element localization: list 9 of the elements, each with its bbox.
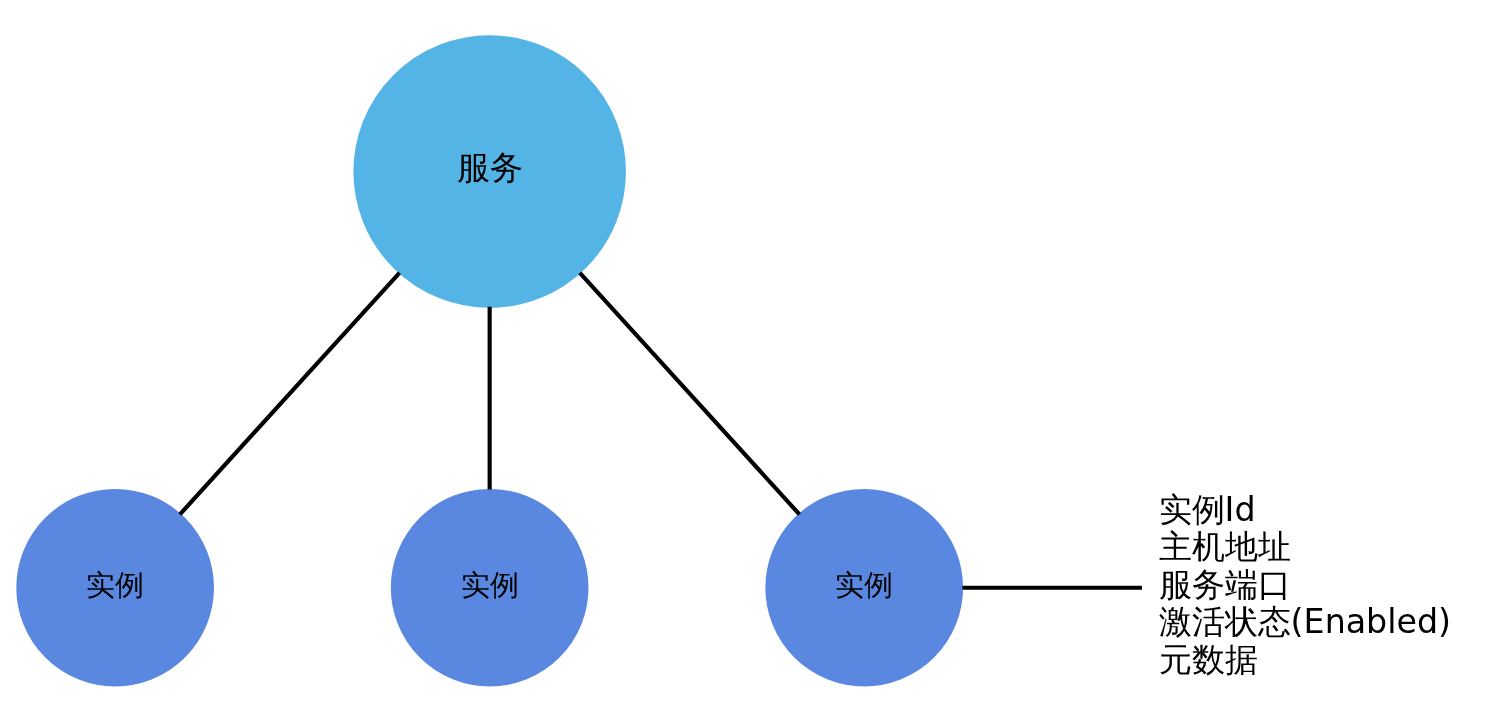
node-circle: 实例 [765, 488, 964, 687]
node-circle: 实例 [16, 488, 214, 687]
connector [578, 271, 801, 516]
connector [962, 585, 1142, 590]
node-circle: 服务 [353, 35, 626, 308]
connector [487, 306, 492, 490]
node-text: 实例Id 主机地址 服务端口 激活状态(Enabled) 元数据 [1158, 489, 1452, 679]
connector [178, 271, 402, 516]
node-circle: 实例 [390, 488, 589, 687]
